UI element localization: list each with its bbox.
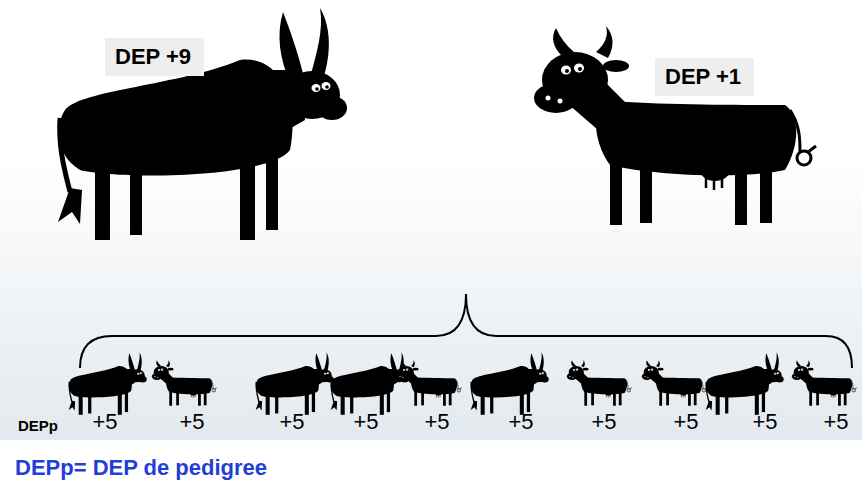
calf-bull xyxy=(69,352,147,415)
calf-cow xyxy=(792,360,857,406)
dep-value: DEP +9 xyxy=(115,44,194,70)
pedigree-value: +5 xyxy=(752,409,777,435)
cow-silhouette xyxy=(534,26,816,225)
calf-cow xyxy=(567,360,632,406)
calf-cow xyxy=(642,360,707,406)
pedigree-value: +5 xyxy=(92,409,117,435)
pedigree-value: +5 xyxy=(353,409,378,435)
calf-bull xyxy=(256,352,334,415)
pedigree-value: +5 xyxy=(179,409,204,435)
pedigree-value: +5 xyxy=(823,409,848,435)
bracket xyxy=(80,294,852,368)
calf-bull xyxy=(706,352,784,415)
calf-bull xyxy=(331,352,409,415)
dep-value: DEP +1 xyxy=(665,64,744,90)
bull-silhouette xyxy=(58,8,347,240)
calf-cow xyxy=(397,360,462,406)
calf-bull xyxy=(471,352,549,415)
calf-cow xyxy=(152,360,217,406)
caption: DEPp= DEP de pedigree xyxy=(15,455,267,481)
pedigree-value: +5 xyxy=(424,409,449,435)
pedigree-value: +5 xyxy=(508,409,533,435)
pedigree-value: +5 xyxy=(591,409,616,435)
pedigree-value: +5 xyxy=(279,409,304,435)
pedigree-value: +5 xyxy=(673,409,698,435)
row-heading: DEPp xyxy=(18,417,58,434)
value-box: DEP +9 xyxy=(105,38,204,76)
value-box: DEP +1 xyxy=(655,58,754,96)
